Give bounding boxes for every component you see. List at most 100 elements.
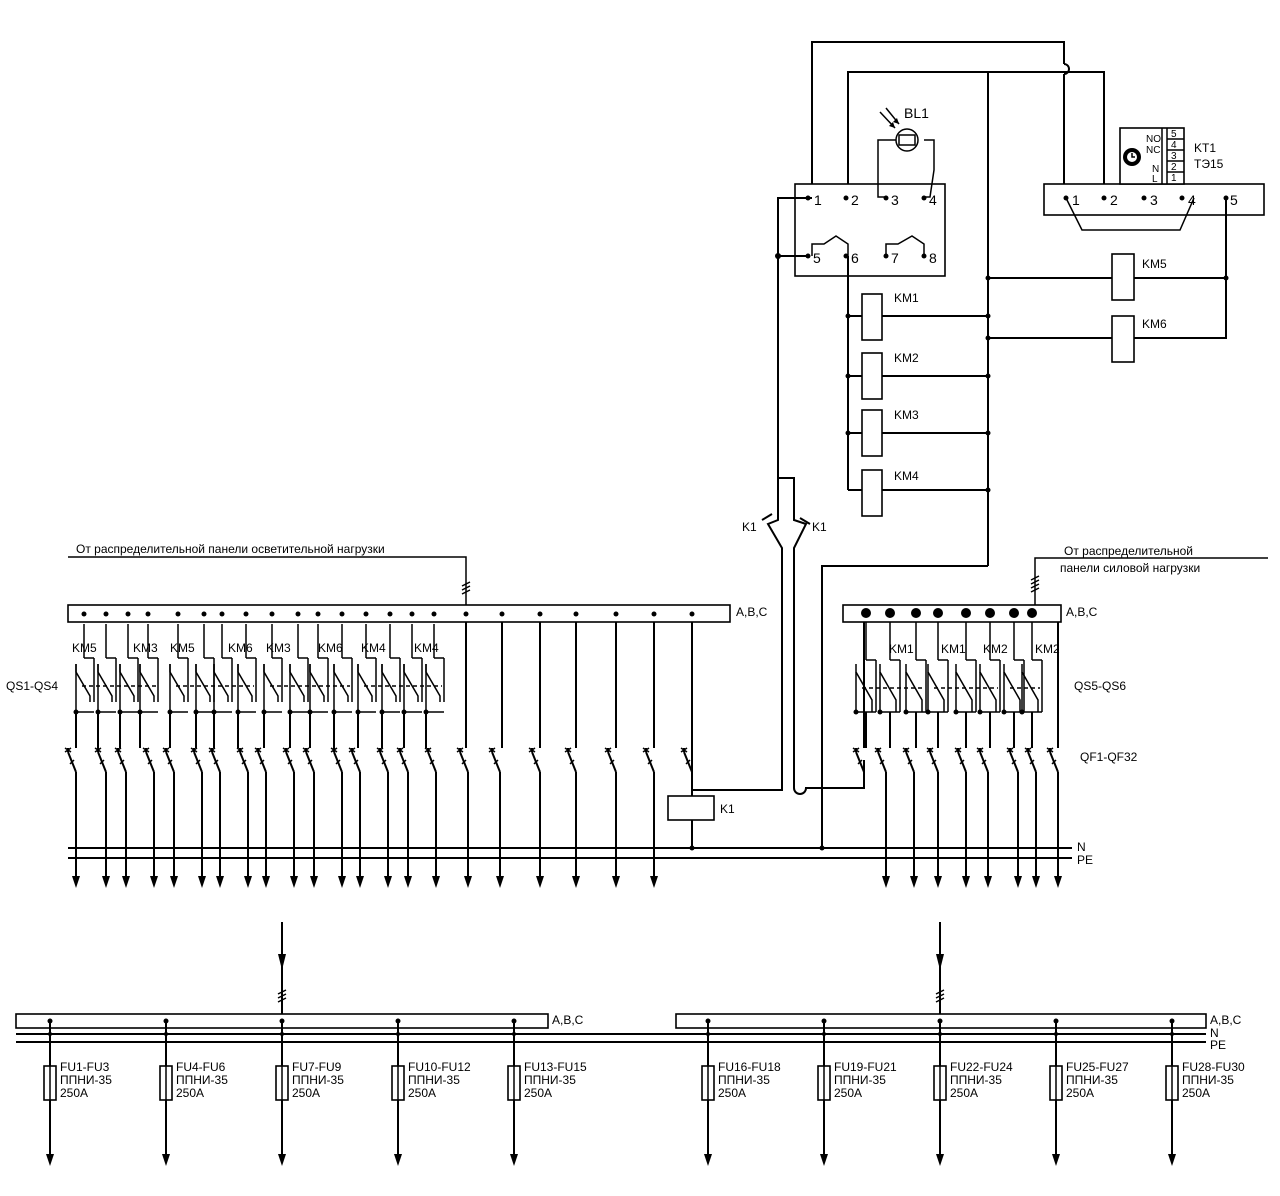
switch-node (853, 709, 859, 715)
coil-km3-label: KM3 (894, 408, 919, 422)
fuse-rating: 250A (292, 1086, 320, 1100)
feeder-arrow (72, 876, 80, 888)
busbar-abc-right (842, 604, 1062, 623)
timer-contact-number: 3 (1171, 151, 1177, 162)
breaker-mark (879, 759, 885, 765)
power-feeder (1034, 557, 1268, 610)
breaker-mark (959, 759, 965, 765)
switch-node (977, 709, 983, 715)
neutral-control-return (821, 565, 988, 848)
photo-sensor-box (794, 183, 946, 277)
feeder-arrow (572, 876, 580, 888)
fuse-rating: 250A (524, 1086, 552, 1100)
breaker-x (254, 747, 262, 753)
bus-tap-dot (613, 611, 619, 617)
timer-contact-label: N (1152, 164, 1159, 175)
switch-blade (237, 664, 253, 702)
timer-contact-label: L (1152, 174, 1158, 185)
breaker-x (94, 747, 102, 753)
feeder-arrow (820, 1154, 828, 1166)
switch-blade (75, 664, 91, 702)
timer-model: ТЭ15 (1194, 157, 1224, 171)
fuse-type: ППНИ-35 (1066, 1073, 1118, 1087)
n-junction (1054, 1032, 1058, 1036)
fuse-name: FU13-FU15 (524, 1060, 587, 1074)
breaker-mark (857, 759, 863, 765)
breaker-x (162, 747, 170, 753)
breaker-x (1006, 747, 1014, 753)
breaker-x (680, 747, 688, 753)
fuse-name: FU28-FU30 (1182, 1060, 1245, 1074)
feeder-arrow (244, 876, 252, 888)
fuse-name: FU16-FU18 (718, 1060, 781, 1074)
contactor-label: KM2 (1035, 642, 1060, 656)
fuse-rating: 250A (1066, 1086, 1094, 1100)
fuse-type: ППНИ-35 (1182, 1073, 1234, 1087)
left-switch-group-label: QS1-QS4 (6, 679, 58, 693)
breaker-mark (609, 759, 615, 765)
feeder-arrow (262, 876, 270, 888)
contactor-label: KM3 (133, 641, 158, 655)
feeder-tick-left (461, 581, 471, 595)
bus-tap-dot (175, 611, 181, 617)
breaker-x (852, 747, 860, 753)
coil-km3 (845, 409, 991, 457)
switch-blade (425, 664, 441, 702)
feeder-arrow (46, 1154, 54, 1166)
terminal-label: 4 (1188, 192, 1196, 208)
breaker-mark (287, 759, 293, 765)
feeder-arrow (150, 876, 158, 888)
bus-tap-dot (269, 611, 275, 617)
breaker-mark (1029, 759, 1035, 765)
timer-contact-label: NC (1146, 145, 1160, 156)
k1-contact-left (692, 478, 783, 791)
coil-km2 (845, 352, 991, 400)
breaker-mark (381, 759, 387, 765)
bus-tap-dot (911, 608, 921, 618)
switch-blade (97, 664, 113, 702)
n-junction (822, 1032, 826, 1036)
feeder-arrow (1054, 876, 1062, 888)
photo-sensor-terminals: 1 2 3 4 5 6 7 8 (805, 192, 937, 266)
coil-km6-label: KM6 (1142, 317, 1167, 331)
feeder-arrow (910, 876, 918, 888)
breaker-x (190, 747, 198, 753)
bus-tap-dot (243, 611, 249, 617)
terminal-label: 2 (1110, 192, 1118, 208)
timer-contact-number: 1 (1171, 173, 1177, 184)
bus-tap-dot (463, 611, 469, 617)
switch-blade (1003, 664, 1021, 712)
coil-km4 (848, 469, 991, 517)
feeder-arrow (962, 876, 970, 888)
busbar-lower-right-label: A,B,C (1210, 1013, 1242, 1027)
switch-node (1001, 709, 1007, 715)
n-junction (512, 1032, 516, 1036)
bus-tap-dot (1009, 608, 1019, 618)
switch-node (877, 709, 883, 715)
feeder-arrow (102, 876, 110, 888)
k1-contact-right (778, 477, 808, 788)
terminal-label: 7 (891, 250, 899, 266)
fuse-type: ППНИ-35 (524, 1073, 576, 1087)
incomer-right (935, 922, 945, 1014)
contactor-label: KM6 (228, 641, 253, 655)
bus-tap-dot (363, 611, 369, 617)
timer-contact-labels: NO NC N L 5 4 3 2 1 (1146, 129, 1177, 185)
k1-contact-left-label: K1 (742, 520, 757, 534)
power-source-caption-2: панели силовой нагрузки (1060, 561, 1200, 575)
k1-coil (667, 795, 715, 821)
bus-tap-dot (103, 611, 109, 617)
coil-km1 (845, 293, 991, 341)
feeder-arrow (290, 876, 298, 888)
timer-name: KT1 (1194, 141, 1216, 155)
n-rail-lower-label: N (1210, 1026, 1219, 1040)
feeder-arrow (496, 876, 504, 888)
n-junction (938, 1032, 942, 1036)
breaker-mark (907, 759, 913, 765)
busbar-abc-left-label: A,B,C (736, 605, 768, 619)
photo-sensor-name: BL1 (904, 105, 929, 121)
switch-blade (139, 664, 155, 702)
k1-contact-left-mark (761, 513, 773, 521)
feeder-arrow (510, 1154, 518, 1166)
bus-tap-dot (537, 611, 543, 617)
